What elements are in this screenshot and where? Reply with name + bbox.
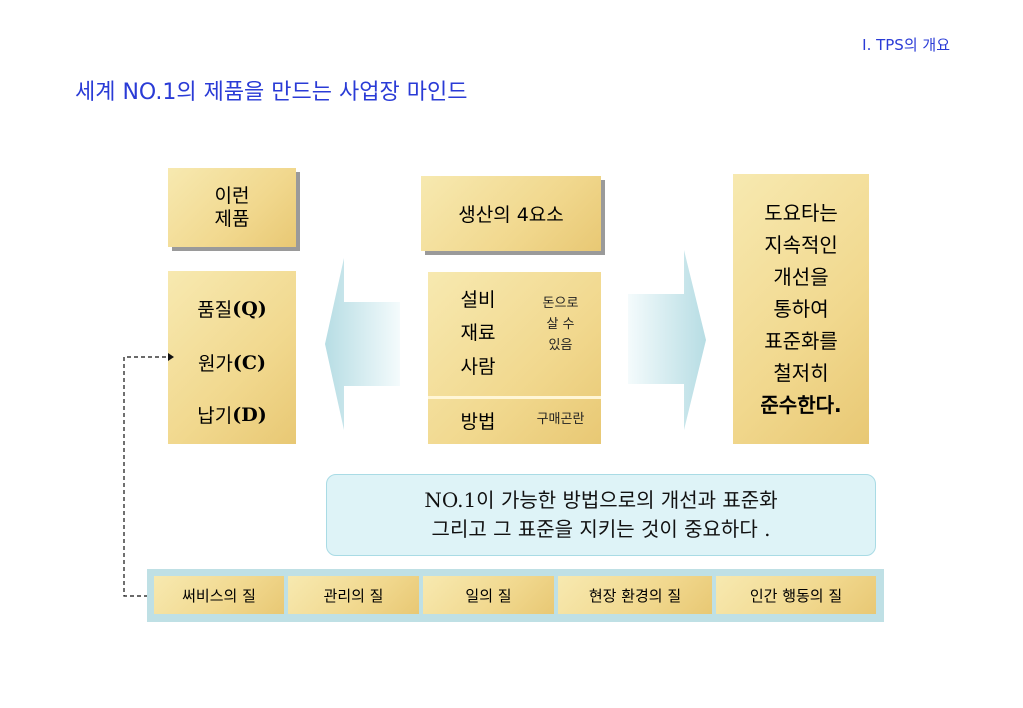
note-line1: NO.1이 가능한 방법으로의 개선과 표준화: [424, 488, 778, 512]
quality-workplace-environment: 현장 환경의 질: [558, 576, 712, 614]
factor-material: 재료: [460, 322, 496, 345]
buyable-factors: 설비 재료 사람: [438, 284, 518, 384]
qcd-label: 품질: [197, 299, 233, 321]
qcd-item-delivery: 납기(D): [168, 401, 296, 428]
factors-title-box: 생산의 4요소: [421, 176, 601, 251]
qcd-box: 품질(Q) 원가(C) 납기(D): [168, 271, 296, 444]
factor-people: 사람: [460, 355, 496, 378]
toyota-line: 도요타는: [764, 201, 838, 225]
section-label: Ⅰ. TPS의 개요: [862, 36, 950, 54]
qcd-item-cost: 원가(C): [168, 349, 296, 376]
factor-equipment: 설비: [460, 289, 496, 311]
dashed-connector: [123, 353, 174, 597]
qcd-label: 원가: [197, 353, 233, 375]
qcd-label: 납기: [197, 405, 233, 427]
quality-service: 써비스의 질: [154, 576, 284, 614]
product-label-box: 이런 제품: [168, 168, 296, 247]
toyota-statement-box: 도요타는 지속적인 개선을 통하여 표준화를 철저히 준수한다.: [733, 174, 869, 444]
qcd-item-quality: 품질(Q): [168, 295, 296, 322]
qcd-letter: (D): [232, 403, 267, 426]
right-arrow-icon: [628, 250, 706, 430]
quality-human-behavior: 인간 행동의 질: [716, 576, 876, 614]
key-message-note: NO.1이 가능한 방법으로의 개선과 표준화 그리고 그 표준을 지키는 것이…: [326, 474, 876, 556]
note-line2: 그리고 그 표준을 지키는 것이 중요하다 .: [431, 517, 771, 541]
product-label-line1: 이런: [214, 184, 250, 207]
qcd-letter: (C): [232, 351, 267, 374]
buyable-note-line: 살 수: [546, 316, 575, 332]
toyota-line: 개선을: [773, 265, 829, 289]
quality-work: 일의 질: [423, 576, 554, 614]
page-title: 세계 NO.1의 제품을 만드는 사업장 마인드: [75, 80, 468, 105]
buyable-note: 돈으로 살 수 있음: [523, 294, 598, 356]
product-label-line2: 제품: [214, 207, 250, 230]
factor-method: 방법: [460, 410, 496, 433]
quality-management: 관리의 질: [288, 576, 419, 614]
buyable-note-line: 있음: [548, 337, 573, 353]
buyable-note-line: 돈으로: [542, 296, 579, 311]
left-arrow-icon: [325, 258, 400, 430]
toyota-line: 표준화를: [764, 329, 838, 353]
divider: [428, 396, 601, 399]
factors-box: 설비 재료 사람 돈으로 살 수 있음 방법 구매곤란: [428, 272, 601, 444]
toyota-line: 준수한다.: [760, 393, 842, 417]
qcd-letter: (Q): [232, 297, 267, 320]
qualities-bar: 써비스의 질 관리의 질 일의 질 현장 환경의 질 인간 행동의 질: [147, 569, 884, 622]
method-note: 구매곤란: [536, 411, 585, 427]
factors-title: 생산의 4요소: [458, 204, 564, 226]
toyota-line: 통하여: [773, 297, 829, 321]
toyota-line: 철저히: [773, 361, 829, 385]
toyota-line: 지속적인: [764, 233, 838, 257]
